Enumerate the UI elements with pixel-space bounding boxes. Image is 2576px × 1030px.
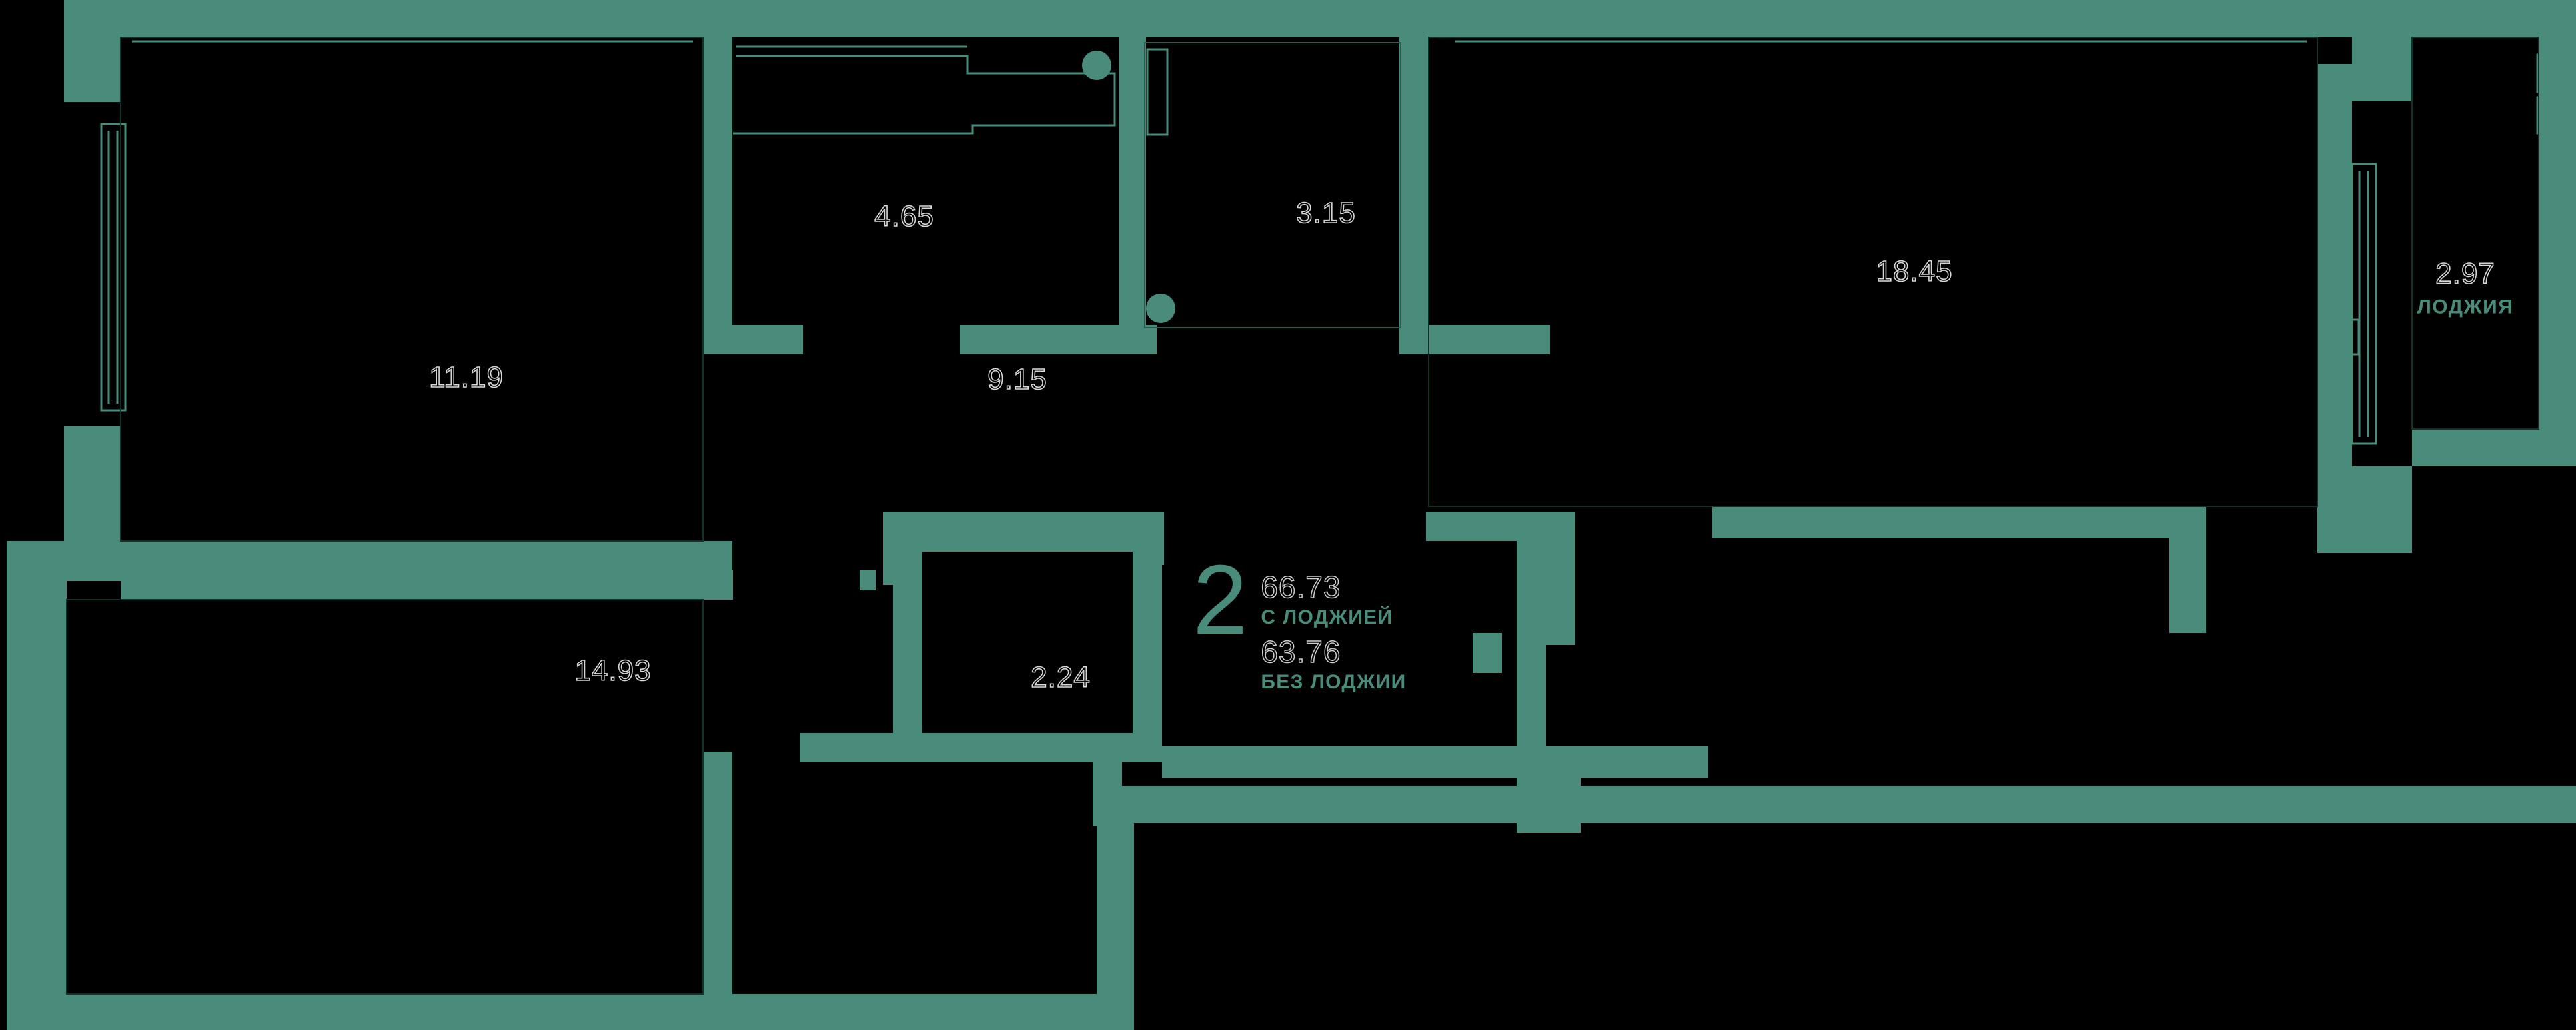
outline-bedroom [66,599,704,995]
outline-loggia [2411,37,2539,430]
wall-exterior-bottom-left-stub [7,901,67,1030]
wall-loggia-bottom [2412,429,2576,466]
wall-right-lower-b [1549,786,2348,823]
wall-exterior-top [64,0,2576,37]
wall-partition-bath-living [1399,37,1429,333]
fixture-group [733,42,1401,328]
wall-bathroom-top [893,522,1159,552]
wall-exterior-right-bottom-stub [2317,516,2412,553]
outline-living-left [120,37,704,542]
wall-lower-corridor-top [1162,746,1708,778]
window-group [19,27,2567,1026]
wall-jamb-b [1473,633,1502,673]
wall-exterior-right-body [2317,64,2412,101]
kitchen-counter [733,45,1116,135]
wall-partition-kitchen-bottom-left [703,325,803,354]
bathroom-washbasin-icon [1146,48,1169,136]
toilet-icon [1146,294,1175,323]
wall-corridor-stub-left [800,733,906,762]
wall-partition-upper-lower-left [64,541,732,573]
bath-interior-outline [1144,42,1401,328]
wall-partition-kitchen-bath [1119,37,1146,333]
kitchen-sink-icon [1082,51,1111,80]
outline-right-living [1428,37,2318,507]
wall-partition-rightliving-bottom-a [1712,506,2206,538]
window-loggia-outer [2536,48,2567,464]
window-loggia-inner [2347,163,2377,445]
room-outline-group [66,37,2539,995]
wall-exterior-left-lower-notch [7,694,67,901]
wall-partition-rightliving-bottom-b [2169,506,2206,633]
wall-corridor-stub-riser [1093,733,1122,826]
wall-partition-mid-span [267,570,733,600]
wall-jamb-a [860,570,876,590]
wall-group [7,0,2576,1030]
wall-exterior-left-main [64,37,121,102]
wall-exterior-bottom-right-riser [1097,786,1134,1030]
wall-bathroom-right [1133,522,1162,762]
wall-exterior-left-upper-notch [64,20,97,25]
wall-lower-corridor-riser [1517,746,1549,833]
wall-hall-core-right-ext [1546,512,1575,645]
wall-bathroom-left [893,522,922,762]
wall-partition-rightliving-right [2317,101,2352,516]
window-left-lower [19,696,49,985]
wall-partition-bath-bottom [1399,325,1550,354]
wall-partition-living-kitchen [703,37,732,333]
wall-partition-bedroom-divider [703,752,732,1030]
window-left-upper [100,123,127,412]
